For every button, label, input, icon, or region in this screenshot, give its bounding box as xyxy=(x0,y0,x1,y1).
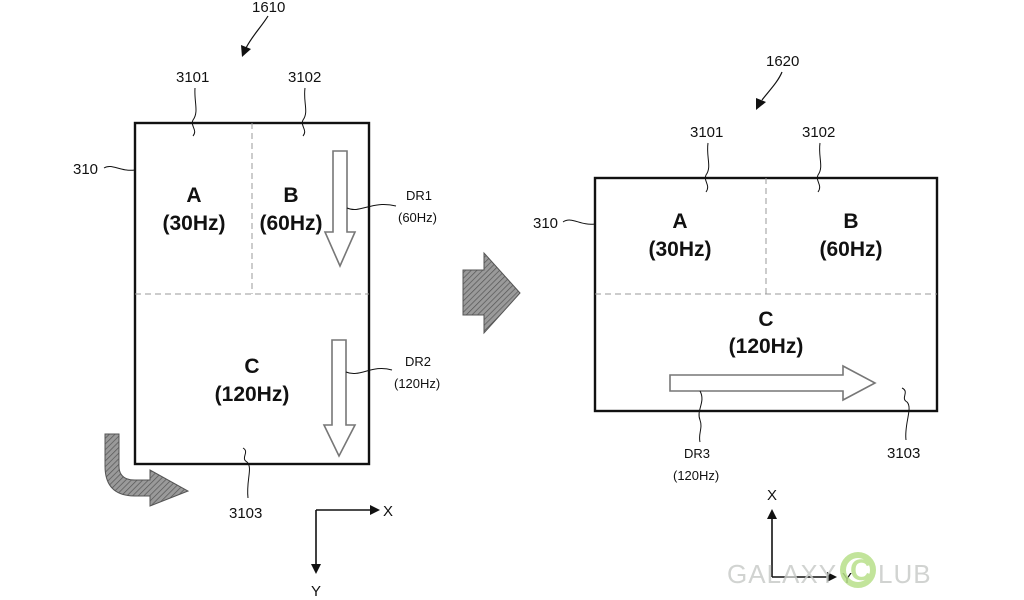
dr1-leader xyxy=(347,204,396,209)
leader-3102 xyxy=(302,88,305,136)
axis-x-label: X xyxy=(383,503,393,520)
region-label-3101: 3101 xyxy=(690,124,723,141)
figure-id-leader xyxy=(762,72,782,100)
figure-id-leader xyxy=(246,16,268,48)
axis-x-label: X xyxy=(767,487,777,504)
region-label-3103: 3103 xyxy=(229,505,262,522)
region-label-3102: 3102 xyxy=(288,69,321,86)
axis-x-arrowhead xyxy=(767,509,777,519)
axis-y-arrowhead xyxy=(311,564,321,574)
figure-id-label: 1620 xyxy=(766,53,799,70)
region-b-rate: (60Hz) xyxy=(819,238,882,261)
dr2-arrow xyxy=(324,340,355,456)
axis-y-label: Y xyxy=(311,583,321,600)
region-label-3102: 3102 xyxy=(802,124,835,141)
leader-3103 xyxy=(902,388,909,440)
dr2-rate: (120Hz) xyxy=(394,376,440,391)
region-b-name: B xyxy=(283,184,298,207)
region-b-name: B xyxy=(843,210,858,233)
region-label-3101: 3101 xyxy=(176,69,209,86)
region-a-name: A xyxy=(186,184,201,207)
region-c-rate: (120Hz) xyxy=(729,335,804,358)
watermark-letter: C xyxy=(850,554,872,587)
transition-arrow xyxy=(463,253,520,333)
watermark-suffix: LUB xyxy=(878,559,932,589)
figure-1610: 1610 310 3101 3102 A (30Hz) B (60Hz) C (… xyxy=(73,0,440,600)
region-a-name: A xyxy=(672,210,687,233)
region-c-name: C xyxy=(244,355,259,378)
region-a-rate: (30Hz) xyxy=(648,238,711,261)
figure-id-label: 1610 xyxy=(252,0,285,16)
watermark-prefix: GALAXY xyxy=(727,559,837,589)
dr1-arrow xyxy=(325,151,355,266)
display-label: 310 xyxy=(73,161,98,178)
dr3-arrow xyxy=(670,366,875,400)
leader-3102 xyxy=(817,143,820,192)
dr1-rate: (60Hz) xyxy=(398,210,437,225)
dr3-label: DR3 xyxy=(684,446,710,461)
dr2-label: DR2 xyxy=(405,354,431,369)
dr3-rate: (120Hz) xyxy=(673,468,719,483)
region-a-rate: (30Hz) xyxy=(162,212,225,235)
leader-3101 xyxy=(192,88,196,136)
watermark: GALAXY C LUB xyxy=(727,554,932,589)
figure-1620: 1620 310 3101 3102 A (30Hz) B (60Hz) C (… xyxy=(533,53,937,587)
region-c-rate: (120Hz) xyxy=(215,383,290,406)
axis-x-arrowhead xyxy=(370,505,380,515)
figure-id-arrowhead xyxy=(756,98,766,110)
leader-3101 xyxy=(705,143,708,192)
leader-3103 xyxy=(243,448,249,498)
dr3-leader xyxy=(699,391,702,442)
display-label-leader xyxy=(104,166,135,170)
display-label-leader xyxy=(563,220,595,224)
region-c-name: C xyxy=(758,308,773,331)
region-b-rate: (60Hz) xyxy=(259,212,322,235)
region-label-3103: 3103 xyxy=(887,445,920,462)
rotation-arrow xyxy=(105,434,188,506)
dr1-label: DR1 xyxy=(406,188,432,203)
display-label: 310 xyxy=(533,215,558,232)
